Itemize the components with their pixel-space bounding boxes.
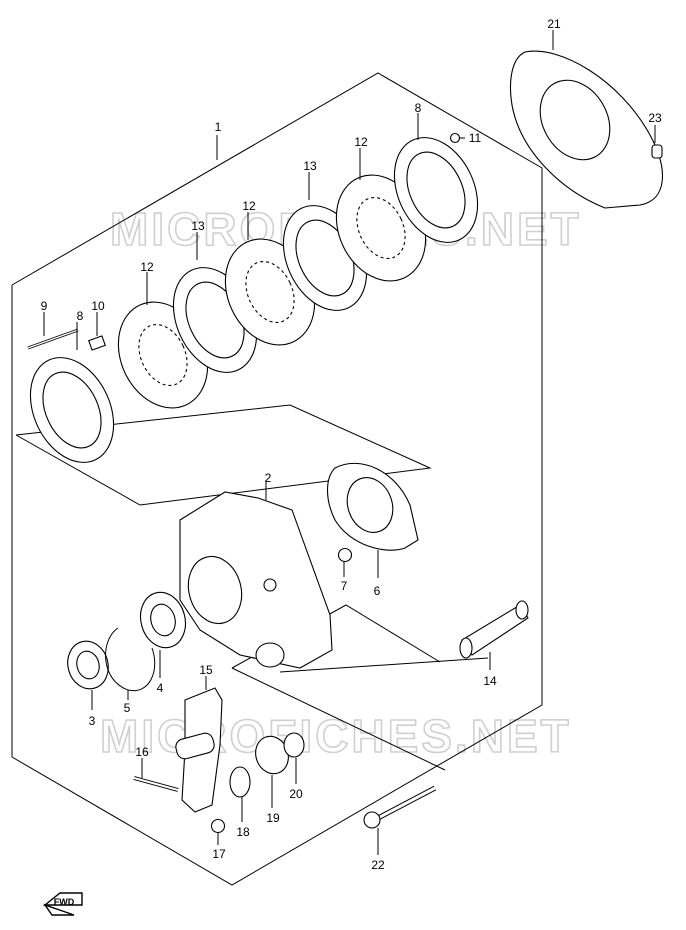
clutch-housing-2 [179,491,333,669]
spring-10 [88,335,106,351]
drive-plate-8-lower [29,357,115,463]
fwd-label: FWD [54,897,75,907]
callout-6: 6 [374,584,381,598]
callout-labels: 1 2 3 4 5 6 7 8 8 9 10 11 12 12 12 13 13… [41,17,662,872]
nut-17 [210,818,226,834]
callout-15: 15 [199,663,213,677]
callout-8-upper: 8 [415,101,422,115]
bracket-15 [175,687,223,813]
bolt-16 [133,776,179,792]
pin-9 [27,328,79,350]
fwd-arrow-icon: FWD [43,892,83,916]
callout-12-upper: 12 [354,135,368,149]
callout-5: 5 [124,701,131,715]
callout-23: 23 [648,111,662,125]
callout-22: 22 [371,858,385,872]
callout-14: 14 [483,674,497,688]
gasket-21 [509,50,663,209]
callout-13-upper: 13 [303,159,317,173]
callout-9: 9 [41,299,48,313]
bolt-22 [363,785,437,829]
callout-11: 11 [469,131,482,145]
shaft-14 [459,600,529,659]
assembly-outline [11,72,543,886]
callout-10: 10 [91,299,105,313]
leader-lines [43,30,656,855]
callout-20: 20 [289,787,303,801]
bearing-4 [139,591,187,649]
callout-3: 3 [89,714,96,728]
callout-2: 2 [265,471,272,485]
callout-12-lower: 12 [140,260,154,274]
callout-16: 16 [135,745,149,759]
washer-18 [229,766,251,798]
callout-1: 1 [215,120,222,134]
plate-6 [326,462,419,551]
callout-18: 18 [236,825,250,839]
callout-4: 4 [157,681,164,695]
washer-11 [449,132,461,144]
callout-13-lower: 13 [191,219,205,233]
drive-plate-8-upper [393,137,479,243]
callout-7: 7 [341,579,348,593]
callout-17: 17 [212,847,226,861]
seal-20 [283,732,305,758]
ball-7 [337,547,353,563]
oil-seal-3 [67,640,109,690]
callout-21: 21 [547,17,561,31]
callout-12-middle: 12 [242,199,256,213]
callout-8-lower: 8 [77,309,84,323]
dowel-pin-23 [651,144,663,159]
callout-19: 19 [266,811,280,825]
circlip-5 [105,627,156,692]
